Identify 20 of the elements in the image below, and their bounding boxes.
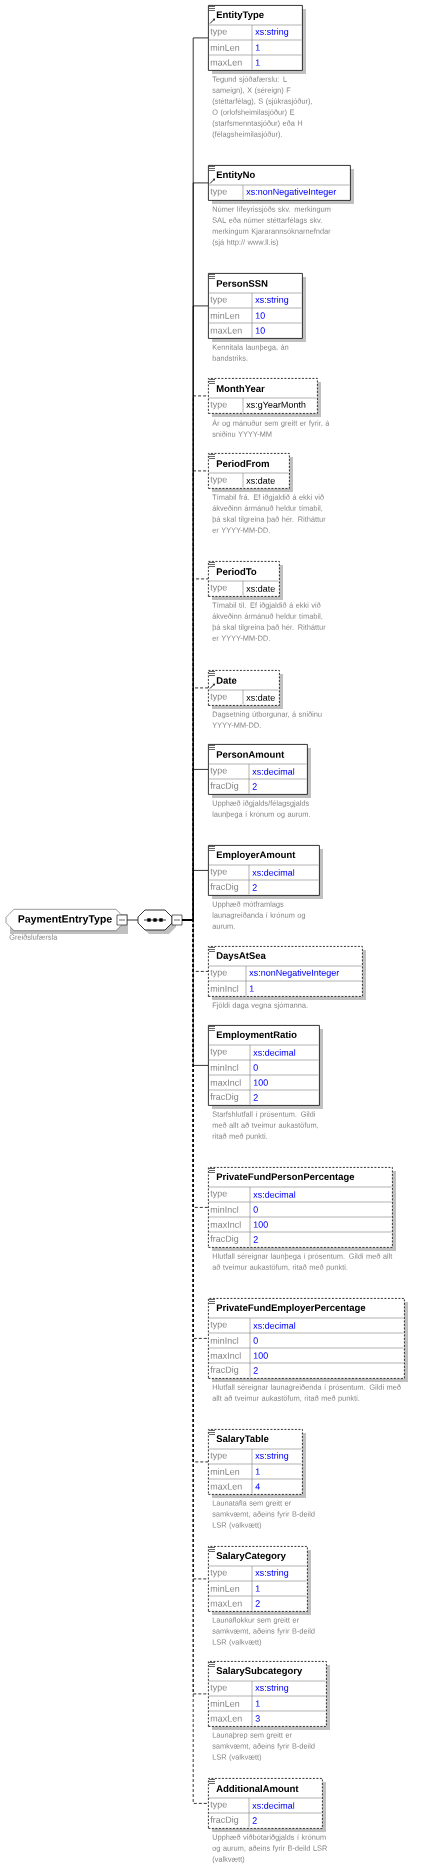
element-box: AdditionalAmount type xs:decimal fracDig 2 (208, 1778, 326, 1832)
node-label: SalaryCategory (216, 1552, 286, 1561)
node-label: type (210, 1569, 227, 1578)
node-label: maxLen (210, 1600, 242, 1607)
node-label: 2 (255, 1600, 260, 1607)
node-label: 2 (252, 1817, 257, 1824)
element-box: DaysAtSea type xs:nonNegativeInteger minIncl 1 (208, 946, 366, 1000)
node-label: xs:string (255, 1569, 289, 1578)
element-box: PrivateFundEmployerPercentage type xs:decimal minIncl 0 maxIncl 100 fracDig 2 (208, 1298, 408, 1382)
node-label: AdditionalAmount (216, 1785, 299, 1792)
connector-line (126, 919, 139, 921)
type-box: PaymentEntryType (5, 909, 128, 934)
node-label: 1 (255, 1585, 260, 1592)
element-box: EntityNo type xs:nonNegativeInteger (208, 165, 354, 204)
node-label: minLen (210, 1585, 240, 1592)
node-label: type (210, 1801, 227, 1810)
element-box: PrivateFundPersonPercentage type xs:decimal minIncl 0 maxIncl 100 fracDig 2 (208, 1167, 396, 1251)
node-label: fracDig (210, 1816, 239, 1825)
element-box: SalaryCategory type xs:string minLen 1 maxLen 2 (208, 1546, 311, 1615)
node-label: xs:decimal (252, 1802, 295, 1809)
